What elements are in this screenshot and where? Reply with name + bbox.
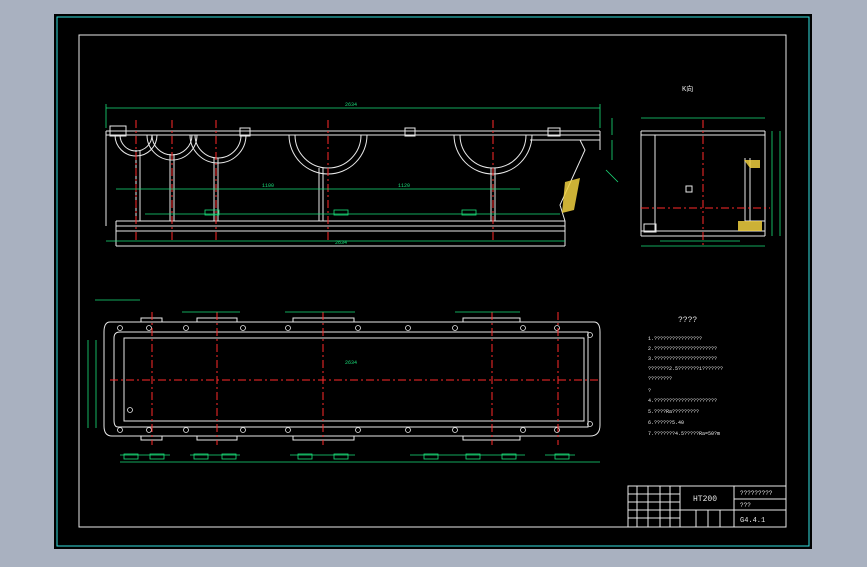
view-label-k: K向 bbox=[682, 84, 693, 94]
dim-bottom-overall: 2634 bbox=[335, 240, 347, 246]
dim-mid-left: 1100 bbox=[262, 183, 274, 189]
dim-mid-right: 1120 bbox=[398, 183, 410, 189]
note-line-9: 6.??????5.40 bbox=[648, 420, 684, 426]
note-line-5: ???????? bbox=[648, 376, 672, 382]
note-line-7: 4.????????????????????? bbox=[648, 398, 717, 404]
sheet-border bbox=[56, 16, 810, 547]
drawing-sheet bbox=[54, 14, 812, 549]
note-line-3: 3.????????????????????? bbox=[648, 356, 717, 362]
scale-label: ??? bbox=[740, 502, 751, 509]
note-line-2: 2.????????????????????? bbox=[648, 346, 717, 352]
drawing-number: G4.4.1 bbox=[740, 517, 765, 525]
front-view: 2634 2634 1100 1120 bbox=[105, 102, 619, 247]
dim-top-overall: 2634 bbox=[345, 102, 357, 108]
title-block: HT200 ????????? ??? G4.4.1 bbox=[627, 485, 787, 528]
note-line-4: ???????2.5???????1??????? bbox=[648, 366, 723, 372]
note-line-1: 1.???????????????? bbox=[648, 336, 702, 342]
dim-plan-overall: 2634 bbox=[345, 360, 357, 366]
drawing-frame bbox=[78, 34, 787, 528]
part-name: ????????? bbox=[740, 490, 773, 497]
note-line-6: ? bbox=[648, 388, 651, 394]
part-code: HT200 bbox=[693, 495, 717, 504]
side-view bbox=[640, 117, 781, 247]
technical-notes: ???? 1.???????????????? 2.??????????????… bbox=[648, 316, 723, 437]
plan-view: 2634 bbox=[87, 299, 601, 463]
note-line-8: 5.????Ra????????? bbox=[648, 409, 699, 415]
notes-heading: ???? bbox=[678, 316, 697, 325]
note-line-10: 7.???????4.5?????Ra=50?m bbox=[648, 431, 720, 437]
